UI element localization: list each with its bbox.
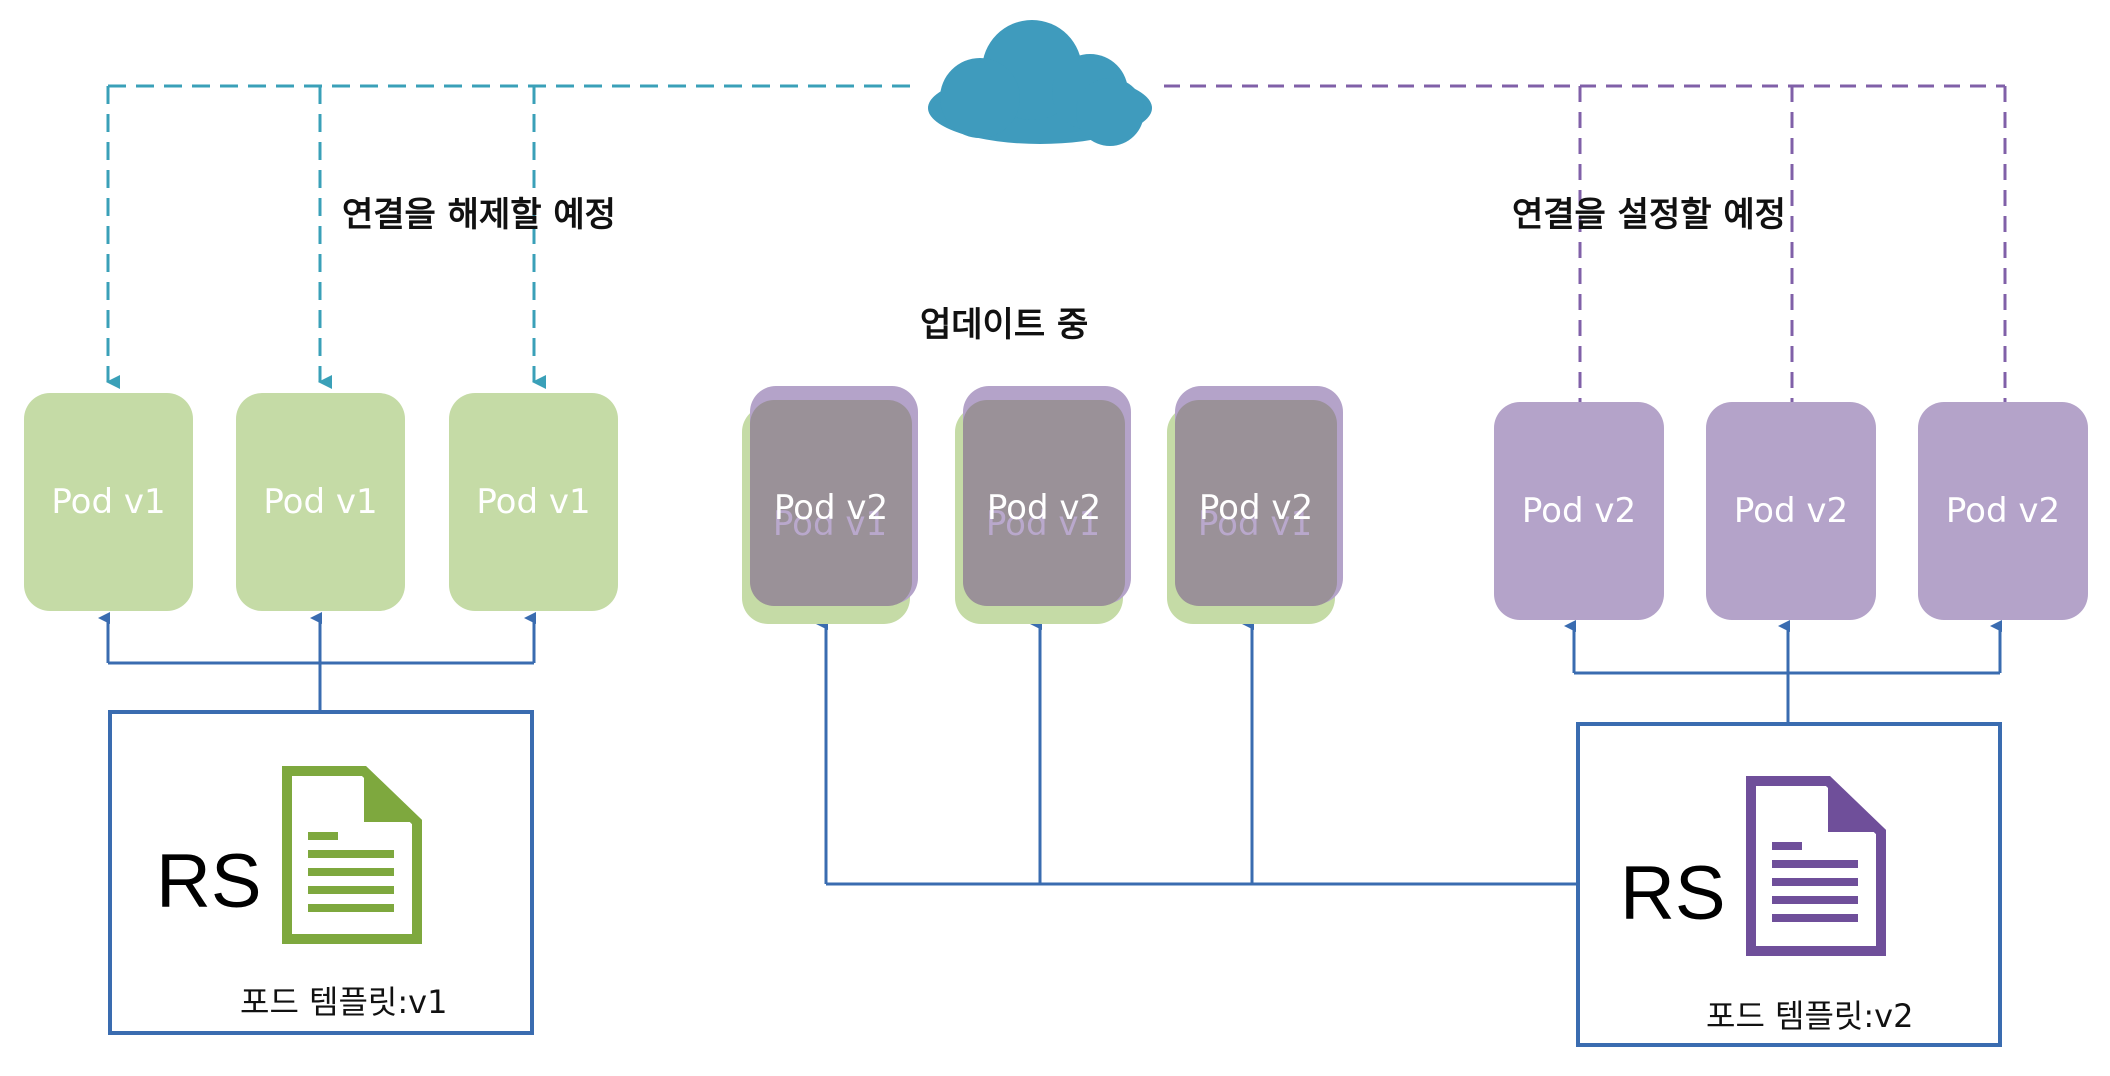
pod-v1-1: Pod v1 (24, 393, 193, 611)
pod-v1-3: Pod v1 (449, 393, 618, 611)
pod-label: Pod v1 (476, 482, 591, 522)
updating-connectors (816, 618, 1576, 886)
overlap-layer (750, 400, 912, 606)
pod-label: Pod v2 (1198, 488, 1314, 528)
updating-caption: 업데이트 중 (920, 305, 1089, 345)
rs-label: RS (1620, 851, 1726, 936)
right-rs-connectors (1564, 620, 2002, 722)
updating-pod-1: Pod v1 Pod v2 (742, 386, 918, 624)
document-icon (282, 766, 422, 944)
underlying-pod-label: Pod v1 (772, 504, 888, 544)
document-icon (1746, 776, 1886, 956)
pod-v2-3: Pod v2 (1918, 402, 2088, 620)
disconnect-links (106, 84, 920, 389)
pod-v2-1: Pod v2 (1494, 402, 1664, 620)
pod-label: Pod v2 (1733, 491, 1849, 531)
connect-links (1164, 84, 2007, 402)
pod-template-label: 포드 템플릿:v1 (240, 983, 448, 1021)
underlying-pod-label: Pod v1 (985, 504, 1101, 544)
updating-pod-2: Pod v1 Pod v2 (955, 386, 1131, 624)
left-rs-connectors (98, 612, 536, 710)
pod-label: Pod v2 (986, 488, 1102, 528)
underlying-pod-label: Pod v1 (1197, 504, 1313, 544)
pod-v1-2: Pod v1 (236, 393, 405, 611)
pod-label: Pod v2 (773, 488, 889, 528)
pod-template-label: 포드 템플릿:v2 (1706, 997, 1914, 1035)
disconnect-caption: 연결을 해제할 예정 (342, 195, 616, 235)
replica-set-v2: RS 포드 템플릿:v2 (1576, 722, 2002, 1047)
overlap-layer (963, 400, 1125, 606)
rs-label: RS (156, 839, 262, 924)
pod-label: Pod v2 (1945, 491, 2061, 531)
cloud-icon (928, 20, 1152, 146)
pod-label: Pod v1 (51, 482, 166, 522)
connect-caption: 연결을 설정할 예정 (1512, 195, 1786, 235)
pod-label: Pod v1 (263, 482, 378, 522)
replica-set-v1: RS 포드 템플릿:v1 (108, 710, 534, 1035)
updating-pod-3: Pod v1 Pod v2 (1167, 386, 1343, 624)
pod-v2-2: Pod v2 (1706, 402, 1876, 620)
pod-label: Pod v2 (1521, 491, 1637, 531)
overlap-layer (1175, 400, 1337, 606)
